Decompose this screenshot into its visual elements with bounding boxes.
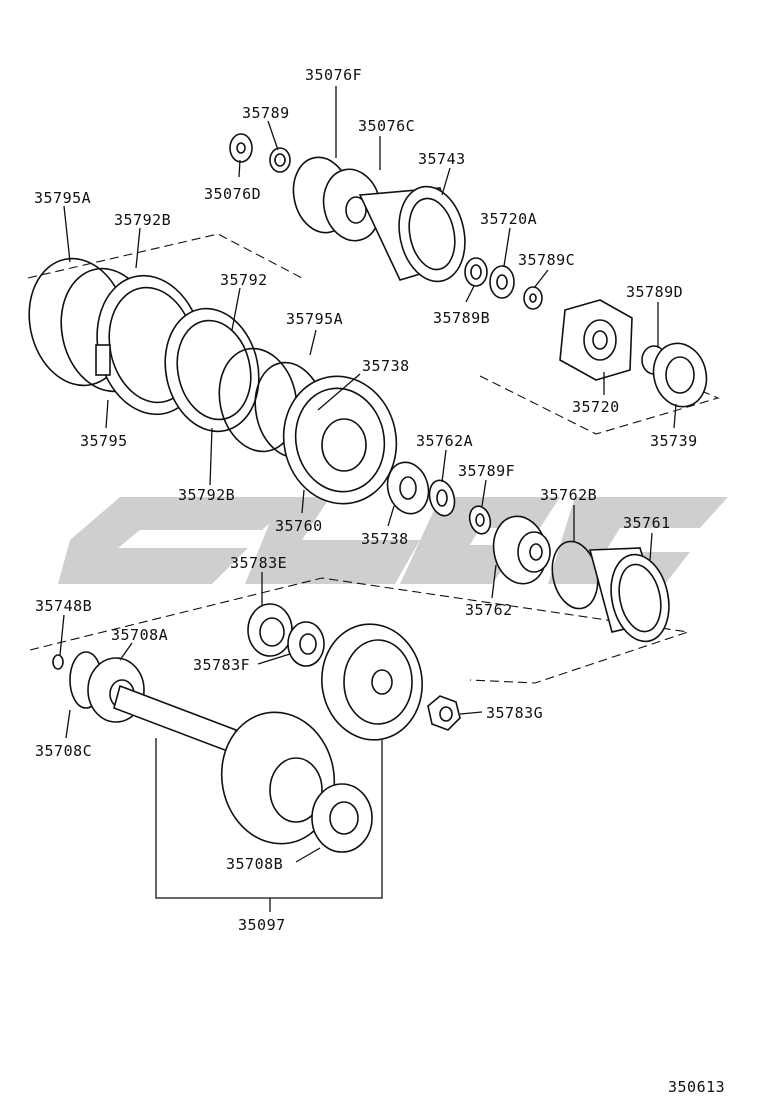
label-35097: 35097 <box>238 916 286 934</box>
label-35760: 35760 <box>275 517 323 535</box>
label-35076D: 35076D <box>204 185 261 203</box>
thrust-washer-35738 <box>386 461 430 515</box>
ring-gear-35761 <box>588 547 670 643</box>
bearing-race-35789B <box>464 257 488 287</box>
thrust-bearing-35720A <box>489 265 515 299</box>
sun-gear-35762 <box>492 515 551 585</box>
label-35792B-top: 35792B <box>114 211 171 229</box>
clutch-drum-35743 <box>358 185 466 283</box>
label-35783F: 35783F <box>193 656 250 674</box>
thrust-bearing-35762A <box>428 479 456 517</box>
label-35076C: 35076C <box>358 117 415 135</box>
clutch-plate-35792B-right <box>218 347 298 453</box>
label-35789F: 35789F <box>458 462 515 480</box>
planetary-carrier-35760 <box>282 375 398 505</box>
label-35708A: 35708A <box>111 626 168 644</box>
label-35789: 35789 <box>242 104 290 122</box>
label-35720: 35720 <box>572 398 620 416</box>
leader-lines <box>59 86 677 912</box>
label-35792: 35792 <box>220 271 268 289</box>
label-35762A: 35762A <box>416 432 473 450</box>
diagram-number: 350613 <box>668 1078 725 1096</box>
label-35708B: 35708B <box>226 855 283 873</box>
label-35076F: 35076F <box>305 66 362 84</box>
countershaft <box>113 684 237 754</box>
group-outlines <box>27 233 720 684</box>
label-35748B: 35748B <box>35 597 92 615</box>
label-35739: 35739 <box>650 432 698 450</box>
label-35789D: 35789D <box>626 283 683 301</box>
label-35789C: 35789C <box>518 251 575 269</box>
lock-nut-35783G <box>427 695 461 731</box>
label-35795A-mid: 35795A <box>286 310 343 328</box>
label-35789B: 35789B <box>433 309 490 327</box>
part-labels: 35076F 35789 35076C 35743 35076D 35795A … <box>34 66 725 1096</box>
driven-gear-35097 <box>220 711 336 845</box>
washer-35789C <box>523 286 543 310</box>
snap-ring-35748B <box>52 654 64 670</box>
label-35738-bottom: 35738 <box>361 530 409 548</box>
label-35783E: 35783E <box>230 554 287 572</box>
label-35738-top: 35738 <box>362 357 410 375</box>
planetary-gear-35720 <box>559 299 633 381</box>
label-35708C: 35708C <box>35 742 92 760</box>
label-35795: 35795 <box>80 432 128 450</box>
label-35783G: 35783G <box>486 704 543 722</box>
bearing-cup-35783E <box>247 603 293 657</box>
label-35762: 35762 <box>465 601 513 619</box>
bearing-35789 <box>269 147 291 173</box>
thrust-washer-35739 <box>652 342 708 408</box>
label-35795A-top: 35795A <box>34 189 91 207</box>
label-35792B-bottom: 35792B <box>178 486 235 504</box>
washer-35076D <box>229 133 253 163</box>
label-35761: 35761 <box>623 514 671 532</box>
washer-35789F <box>468 505 492 535</box>
label-35720A: 35720A <box>480 210 537 228</box>
bearing-35708B <box>311 783 373 853</box>
label-35762B: 35762B <box>540 486 597 504</box>
clutch-hub-35076C <box>322 168 382 242</box>
drive-gear <box>321 623 423 741</box>
label-35743: 35743 <box>418 150 466 168</box>
bearing-35783F <box>287 621 325 667</box>
